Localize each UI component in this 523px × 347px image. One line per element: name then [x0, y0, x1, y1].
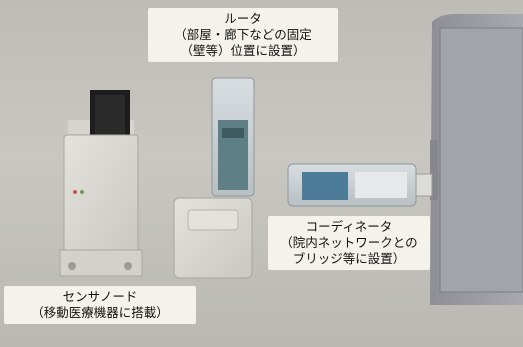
router-caption-line2: （部屋・廊下などの固定 — [174, 27, 312, 42]
sensor-node-caption-line2: （移動医療機器に搭載） — [31, 305, 169, 320]
coordinator-device — [287, 163, 433, 207]
sensor-node-caption: センサノード （移動医療機器に搭載） — [4, 286, 196, 324]
laptop — [430, 14, 523, 305]
coordinator-caption-line2: （院内ネットワークとの — [280, 235, 418, 250]
coordinator-caption-line3: ブリッジ等に設置） — [292, 251, 406, 266]
router-caption: ルータ （部屋・廊下などの固定 （壁等）位置に設置） — [148, 8, 338, 62]
router-device — [173, 77, 255, 279]
coordinator-caption-line1: コーディネータ — [305, 219, 393, 234]
router-caption-line1: ルータ — [224, 11, 262, 26]
router-caption-line3: （壁等）位置に設置） — [180, 43, 306, 58]
coordinator-caption: コーディネータ （院内ネットワークとの ブリッジ等に設置） — [268, 216, 430, 270]
sensor-node-caption-line1: センサノード — [62, 289, 138, 304]
sensor-node-device — [59, 90, 143, 277]
